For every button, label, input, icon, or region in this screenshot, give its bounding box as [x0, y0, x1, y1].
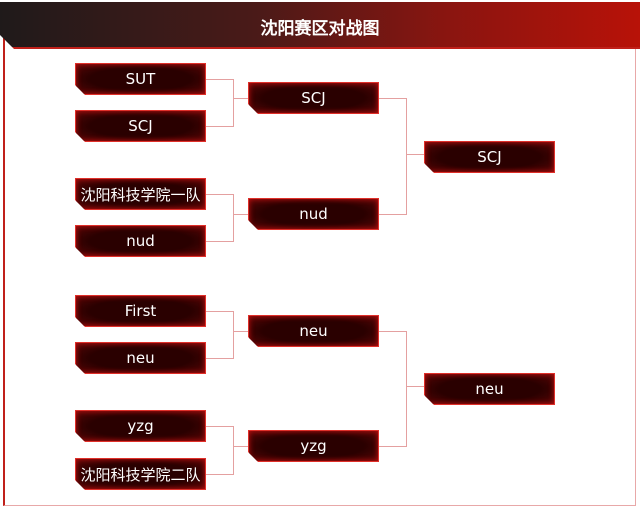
connector	[233, 311, 234, 359]
connector	[233, 194, 234, 242]
connector	[206, 426, 234, 427]
connector	[406, 331, 407, 447]
team-slot-r3: SCJ	[424, 141, 555, 173]
connector	[206, 126, 234, 127]
team-slot-r2: nud	[248, 198, 379, 230]
header-bar: 沈阳赛区对战图	[0, 2, 640, 49]
connector	[406, 98, 407, 215]
team-slot-r1: 沈阳科技学院一队	[75, 178, 206, 210]
team-slot-r1: yzg	[75, 410, 206, 442]
connector	[406, 154, 424, 155]
team-slot-r1: First	[75, 295, 206, 327]
connector	[379, 98, 407, 99]
connector	[233, 98, 248, 99]
connector	[379, 331, 407, 332]
team-slot-r2: neu	[248, 315, 379, 347]
team-slot-r1: SUT	[75, 63, 206, 95]
team-slot-r2: SCJ	[248, 82, 379, 114]
connector	[206, 311, 234, 312]
team-slot-r3: neu	[424, 373, 555, 405]
connector	[233, 446, 248, 447]
connector	[206, 194, 234, 195]
page-title: 沈阳赛区对战图	[260, 19, 380, 39]
connector	[233, 214, 248, 215]
connector	[206, 474, 234, 475]
connector	[379, 446, 407, 447]
connector	[206, 358, 234, 359]
connector	[406, 386, 424, 387]
connector	[206, 241, 234, 242]
team-slot-r1: nud	[75, 225, 206, 257]
team-slot-r1: neu	[75, 342, 206, 374]
connector	[206, 79, 234, 80]
team-slot-r1: 沈阳科技学院二队	[75, 458, 206, 490]
connector	[379, 214, 407, 215]
team-slot-r1: SCJ	[75, 110, 206, 142]
team-slot-r2: yzg	[248, 430, 379, 462]
connector	[233, 79, 234, 127]
connector	[233, 426, 234, 475]
connector	[233, 331, 248, 332]
